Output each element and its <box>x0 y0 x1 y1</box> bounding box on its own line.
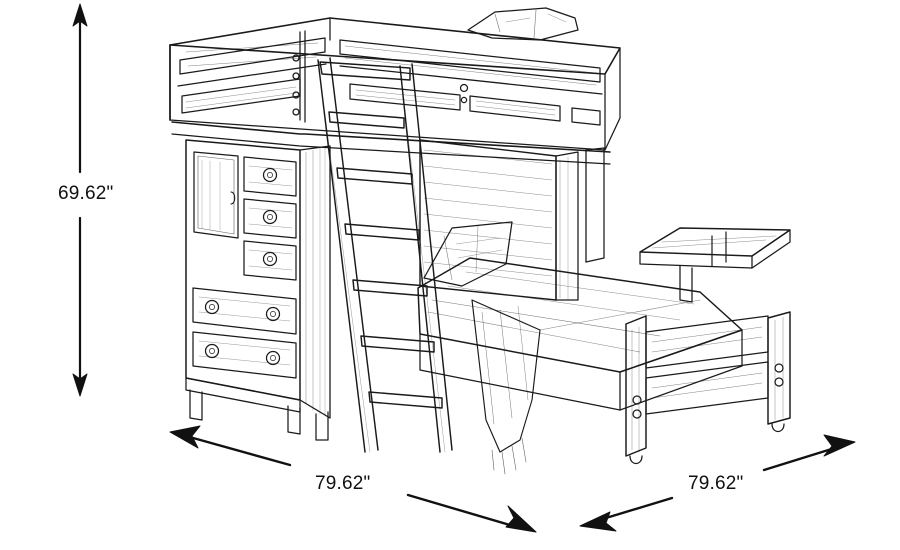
dresser-unit <box>185 139 331 441</box>
width-dimension-line <box>169 425 537 533</box>
footboard <box>625 311 791 465</box>
width-dimension-label: 79.62" <box>315 473 371 494</box>
desk-shelf <box>639 227 791 303</box>
depth-dimension-label: 79.62" <box>688 473 744 494</box>
height-dimension-label: 69.62" <box>58 183 114 204</box>
lower-bed <box>417 221 743 475</box>
top-bunk-pillow <box>467 7 579 41</box>
depth-dimension-line <box>579 434 856 532</box>
back-panel <box>419 139 605 301</box>
top-bunk-frame <box>169 17 621 165</box>
height-dimension-line <box>72 3 88 397</box>
ladder[interactable] <box>317 57 453 453</box>
